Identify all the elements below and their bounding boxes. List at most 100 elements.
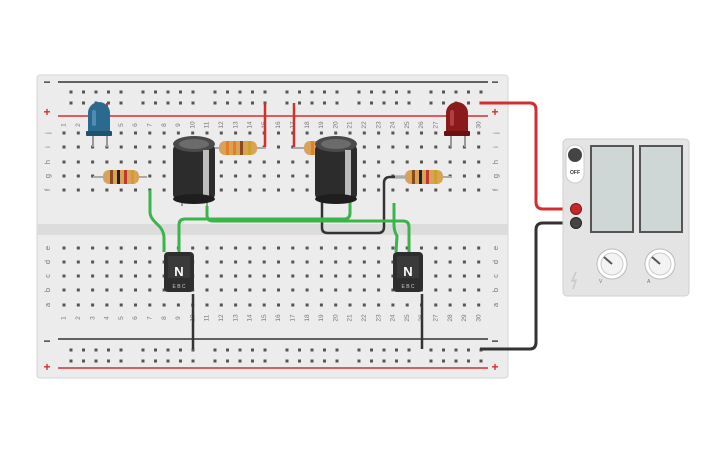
wire-black-supply-negative[interactable] bbox=[480, 221, 576, 351]
column-number: 3 bbox=[89, 316, 96, 320]
strip-hole bbox=[334, 288, 338, 292]
capacitor-left[interactable] bbox=[173, 136, 215, 206]
column-number: 10 bbox=[189, 121, 196, 129]
strip-hole bbox=[148, 145, 152, 149]
column-number: 22 bbox=[361, 314, 368, 322]
strip-hole bbox=[448, 288, 452, 292]
rail-hole bbox=[285, 359, 289, 363]
column-number: 16 bbox=[275, 121, 282, 129]
transistor-q1[interactable]: N E B C bbox=[164, 252, 194, 292]
led-red-right[interactable] bbox=[444, 102, 470, 147]
strip-hole bbox=[234, 260, 238, 264]
strip-hole bbox=[377, 174, 381, 178]
rail-hole bbox=[395, 348, 398, 352]
wire-green-col7-q1base[interactable] bbox=[148, 190, 166, 252]
current-knob[interactable]: A bbox=[644, 248, 676, 285]
strip-hole bbox=[119, 260, 123, 264]
column-number: 13 bbox=[232, 314, 239, 322]
column-number: 30 bbox=[475, 314, 482, 322]
column-number: 21 bbox=[347, 121, 354, 129]
strip-hole bbox=[434, 131, 438, 135]
strip-hole bbox=[134, 303, 137, 307]
strip-hole bbox=[477, 131, 481, 135]
rail-sign: + bbox=[491, 360, 498, 374]
capacitor-right[interactable] bbox=[315, 136, 357, 204]
rail-hole bbox=[213, 90, 217, 94]
rail-hole bbox=[395, 90, 398, 94]
strip-hole bbox=[62, 160, 66, 164]
power-toggle-button[interactable]: OFF bbox=[565, 144, 585, 184]
strip-hole bbox=[119, 131, 123, 135]
column-number: 9 bbox=[175, 123, 182, 127]
resistor-top-middle[interactable] bbox=[208, 141, 266, 155]
strip-hole bbox=[391, 288, 395, 292]
rail-hole bbox=[298, 348, 301, 352]
column-number: 22 bbox=[361, 121, 368, 129]
strip-hole bbox=[105, 188, 109, 192]
strip-hole bbox=[405, 145, 409, 149]
column-number: 21 bbox=[347, 314, 354, 322]
rail-hole bbox=[285, 101, 289, 105]
strip-hole bbox=[134, 160, 137, 164]
wire-green-cap1-q2[interactable] bbox=[205, 206, 411, 252]
positive-terminal[interactable] bbox=[570, 203, 582, 215]
lightning-icon bbox=[570, 271, 578, 290]
rail-hole bbox=[479, 90, 483, 94]
strip-hole bbox=[377, 288, 381, 292]
strip-hole bbox=[277, 131, 280, 135]
rail-hole bbox=[285, 90, 289, 94]
resistor-right[interactable] bbox=[395, 170, 452, 184]
transistor-q2[interactable]: N E B C bbox=[393, 252, 423, 292]
strip-hole bbox=[362, 260, 366, 264]
rail-hole bbox=[226, 348, 229, 352]
rail-hole bbox=[69, 90, 73, 94]
rail-hole bbox=[238, 101, 242, 105]
strip-hole bbox=[291, 274, 295, 278]
strip-hole bbox=[91, 174, 95, 178]
strip-hole bbox=[62, 131, 66, 135]
strip-hole bbox=[391, 274, 395, 278]
negative-terminal[interactable] bbox=[570, 217, 582, 229]
rail-hole bbox=[298, 359, 301, 363]
strip-hole bbox=[277, 160, 280, 164]
row-letter: b bbox=[491, 288, 500, 292]
rail-hole bbox=[191, 90, 195, 94]
strip-hole bbox=[205, 246, 209, 250]
strip-hole bbox=[176, 303, 180, 307]
wire-green-col25-q2base[interactable] bbox=[392, 203, 399, 253]
led-blue-left[interactable] bbox=[86, 102, 112, 147]
column-number: 7 bbox=[147, 316, 154, 320]
strip-hole bbox=[62, 188, 66, 192]
rail-hole bbox=[370, 348, 373, 352]
wire-red-supply-positive[interactable] bbox=[480, 101, 576, 211]
strip-hole bbox=[362, 303, 366, 307]
wire-black-cap2-to-right[interactable] bbox=[320, 175, 405, 235]
strip-hole bbox=[434, 288, 438, 292]
voltage-knob[interactable]: V bbox=[596, 248, 628, 285]
rail-hole bbox=[298, 90, 301, 94]
strip-hole bbox=[348, 303, 352, 307]
wire-green-cap2-q1collector[interactable] bbox=[177, 200, 352, 252]
strip-hole bbox=[377, 131, 381, 135]
strip-hole bbox=[477, 260, 481, 264]
rail-hole bbox=[323, 348, 326, 352]
strip-hole bbox=[362, 274, 366, 278]
strip-hole bbox=[219, 274, 223, 278]
rail-hole bbox=[251, 348, 254, 352]
rail-hole bbox=[395, 101, 398, 105]
strip-hole bbox=[248, 160, 252, 164]
strip-hole bbox=[248, 303, 252, 307]
strip-hole bbox=[162, 174, 166, 178]
strip-hole bbox=[62, 303, 66, 307]
strip-hole bbox=[391, 160, 395, 164]
leds bbox=[86, 102, 470, 147]
resistor-left[interactable] bbox=[93, 170, 147, 184]
strip-hole bbox=[334, 260, 338, 264]
strip-hole bbox=[405, 188, 409, 192]
strip-hole bbox=[119, 188, 123, 192]
strip-hole bbox=[348, 274, 352, 278]
strip-hole bbox=[277, 274, 280, 278]
strip-hole bbox=[219, 174, 223, 178]
strip-hole bbox=[362, 131, 366, 135]
rail-hole bbox=[310, 348, 314, 352]
